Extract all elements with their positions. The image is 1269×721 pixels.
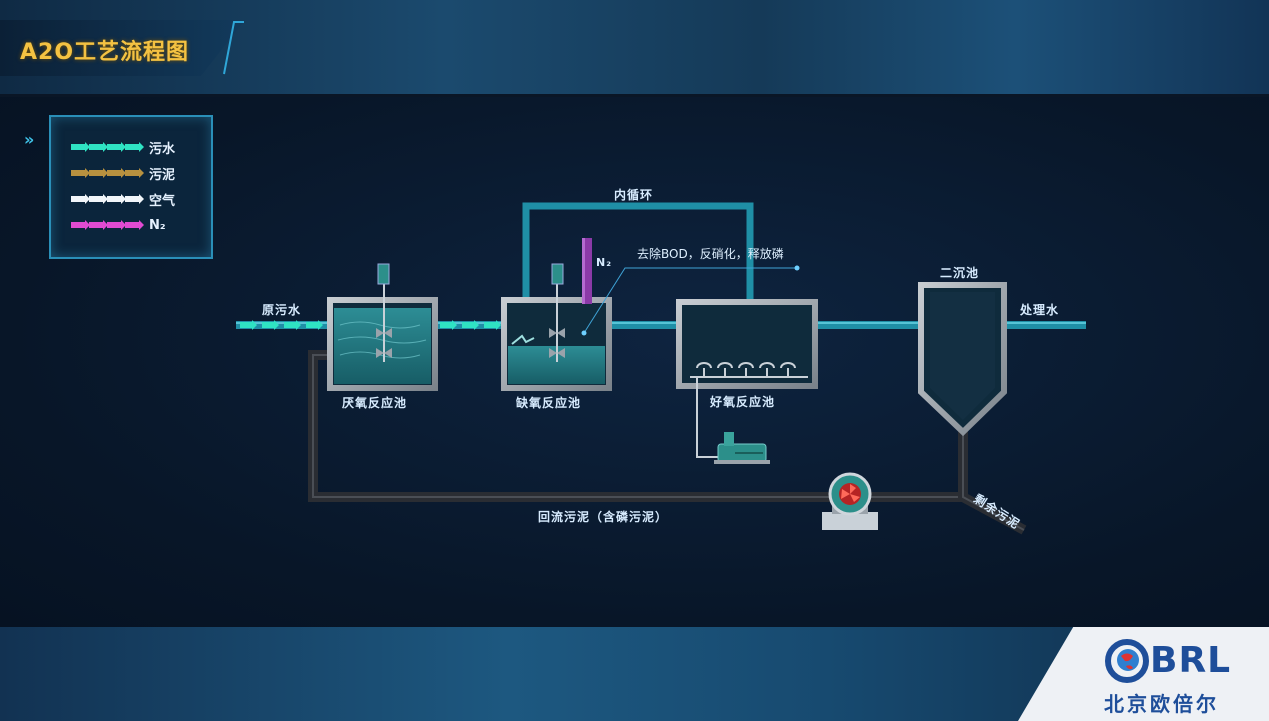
n2-label: N₂ <box>596 256 613 269</box>
treated-water-label: 处理水 <box>1020 303 1060 317</box>
return-sludge-pipe <box>308 350 1027 535</box>
anoxic-process-note: 去除BOD，反硝化，释放磷 <box>637 247 784 261</box>
globe-logo-icon <box>1105 639 1149 683</box>
return-sludge-label: 回流污泥（含磷污泥） <box>538 510 669 524</box>
aerobic-tank-label: 好氧反应池 <box>710 395 776 409</box>
aerobic-tank[interactable] <box>676 299 818 458</box>
note-pointer <box>581 265 800 336</box>
internal-recycle-pipe <box>522 202 754 302</box>
main-water-pipe <box>236 321 1086 329</box>
secondary-clarifier-label: 二沉池 <box>940 266 980 280</box>
title-plate-edge <box>223 21 244 75</box>
air-arrows-icon <box>71 194 144 204</box>
sewage-flow-arrows <box>240 320 501 330</box>
internal-recycle-label: 内循环 <box>614 188 654 202</box>
anoxic-tank[interactable] <box>501 263 612 391</box>
sewage-arrows-icon <box>71 142 144 152</box>
title-plate <box>0 20 245 76</box>
legend-item-n2: N₂ <box>71 215 166 235</box>
legend-label: 空气 <box>149 193 176 209</box>
n2-vent-stack <box>582 238 592 304</box>
company-name: 北京欧倍尔 <box>1104 692 1219 716</box>
legend-label: 污泥 <box>149 167 176 183</box>
anaerobic-tank-label: 厌氧反应池 <box>342 396 408 410</box>
page-title: A2O工艺流程图 <box>20 40 190 65</box>
anoxic-tank-label: 缺氧反应池 <box>516 396 582 410</box>
logo-text: BRL <box>1150 640 1232 681</box>
legend-item-air: 空气 <box>71 189 175 209</box>
secondary-clarifier[interactable] <box>918 282 1007 437</box>
air-blower[interactable] <box>714 432 770 464</box>
raw-water-label: 原污水 <box>262 303 302 317</box>
return-sludge-pump[interactable] <box>822 472 878 530</box>
legend-item-sewage: 污水 <box>71 137 175 157</box>
legend-label: 污水 <box>149 141 176 157</box>
legend-item-sludge: 污泥 <box>71 163 175 183</box>
n2-arrows-icon <box>71 220 144 230</box>
legend-label: N₂ <box>149 217 166 233</box>
sludge-arrows-icon <box>71 168 144 178</box>
legend-panel: 污水 污泥 空气 N₂ <box>49 115 213 259</box>
legend-toggle-icon[interactable]: » <box>24 130 35 149</box>
anaerobic-tank[interactable] <box>327 263 438 391</box>
